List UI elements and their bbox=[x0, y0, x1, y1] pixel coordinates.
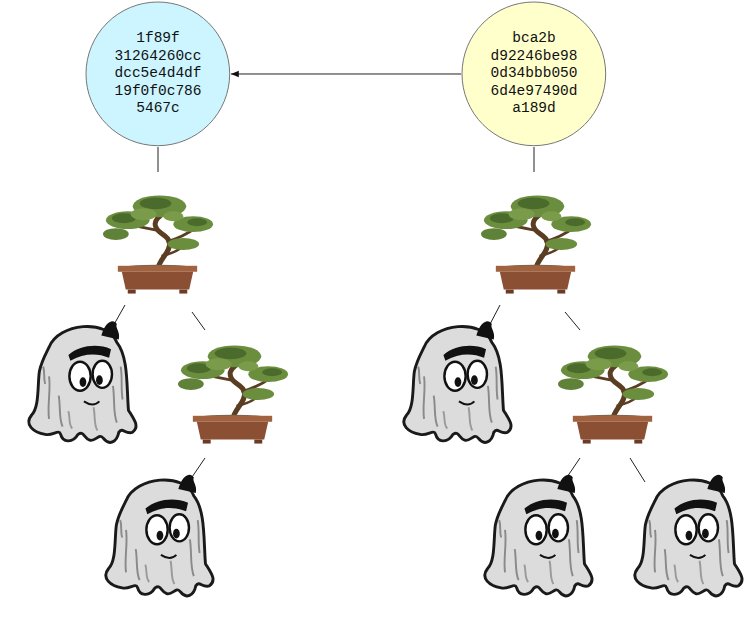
parent-arrow bbox=[231, 73, 461, 74]
blob-icon bbox=[404, 321, 511, 442]
circle-shape bbox=[86, 2, 230, 146]
tree-line bbox=[534, 147, 535, 172]
tree-line bbox=[158, 147, 159, 172]
blob-icon bbox=[106, 475, 213, 596]
tree-icon bbox=[178, 345, 288, 443]
blob-icon bbox=[29, 321, 136, 442]
tree-line bbox=[565, 312, 580, 330]
commit-hash: bca2b d92246be98 0d34bbb050 6d4e97490d a… bbox=[486, 30, 582, 118]
tree-line bbox=[630, 458, 645, 482]
circle-shape bbox=[462, 2, 606, 146]
blob-icon bbox=[485, 475, 592, 596]
tree-icon bbox=[103, 195, 213, 293]
commit-circle: bca2b d92246be98 0d34bbb050 6d4e97490d a… bbox=[461, 1, 607, 147]
tree-icon bbox=[481, 195, 591, 293]
tree-icon bbox=[558, 345, 668, 443]
commit-circle: 1f89f 31264260cc dcc5e4d4df 19f0f0c786 5… bbox=[85, 1, 231, 147]
commit-hash: 1f89f 31264260cc dcc5e4d4df 19f0f0c786 5… bbox=[110, 30, 206, 118]
tree-link-lines bbox=[112, 147, 645, 482]
tree-line bbox=[192, 312, 205, 330]
blob-icon bbox=[635, 475, 742, 596]
